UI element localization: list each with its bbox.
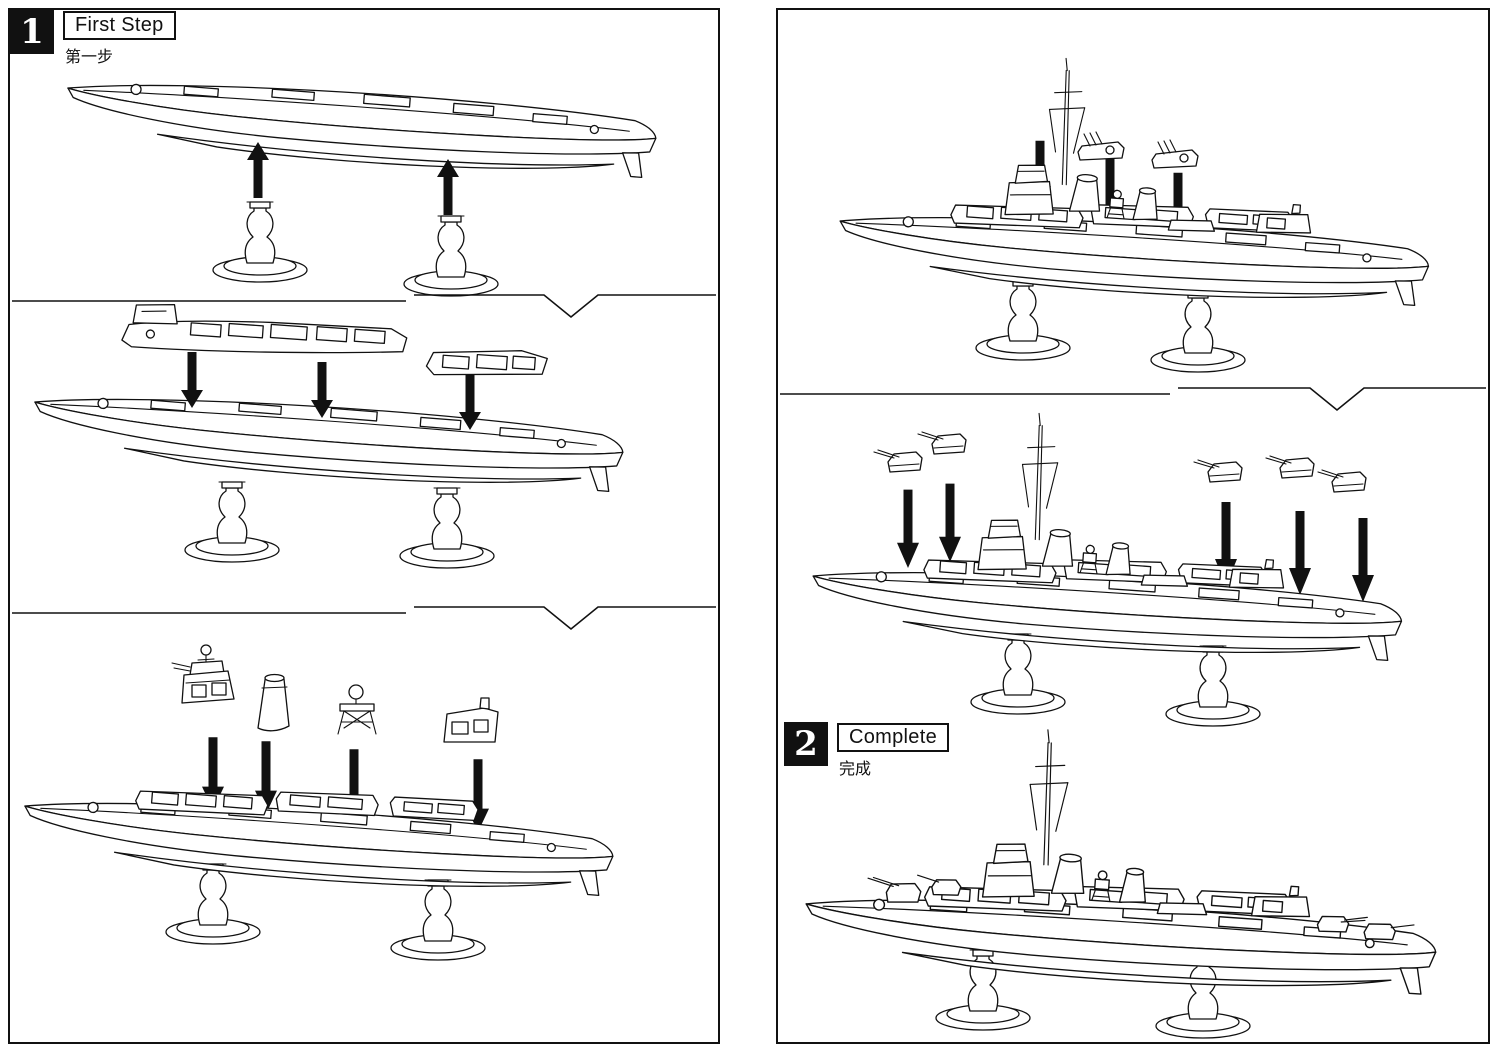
panel-step-1: 1 First Step 第一步 xyxy=(8,8,720,1044)
assembly-arrow-down xyxy=(181,352,203,408)
assembly-arrow-down xyxy=(1352,518,1374,602)
scene-add-superstructure xyxy=(21,644,616,961)
scene-add-turrets xyxy=(810,399,1415,727)
bare-hull-drawing xyxy=(64,70,658,185)
part-deck-short xyxy=(425,343,549,384)
step1-number-badge: 1 xyxy=(10,10,54,54)
assembly-arrow-down xyxy=(939,483,961,562)
step1-label-english: First Step xyxy=(63,11,176,40)
assembly-arrow-down xyxy=(1289,511,1311,595)
display-stand xyxy=(970,633,1066,715)
ship-with-mast-drawing xyxy=(837,44,1442,313)
panel-step-2: 2 Complete 完成 xyxy=(776,8,1490,1044)
step2-number-badge: 2 xyxy=(784,722,828,766)
part-gun-turret xyxy=(873,449,923,473)
part-gun-turret xyxy=(1317,469,1367,493)
display-stand xyxy=(165,863,261,945)
display-stand xyxy=(975,279,1071,361)
display-stand xyxy=(184,481,280,563)
step1-label-chinese: 第一步 xyxy=(65,49,114,66)
hull-with-deck-drawing xyxy=(21,766,616,903)
step1-labels: First Step 第一步 xyxy=(63,10,176,67)
assembly-arrow-down xyxy=(467,759,489,832)
part-aa-mount xyxy=(1151,139,1199,169)
display-stand xyxy=(212,201,308,283)
step2-labels: Complete 完成 xyxy=(837,722,949,779)
part-funnel xyxy=(257,673,290,732)
assembly-arrow-down xyxy=(897,489,919,568)
part-gun-turret xyxy=(1193,459,1243,483)
scene-add-fittings xyxy=(837,44,1442,373)
display-stand xyxy=(390,879,486,961)
step2-header: 2 Complete 完成 xyxy=(784,722,949,779)
display-stand xyxy=(1150,291,1246,373)
step2-label-chinese: 完成 xyxy=(839,761,872,778)
step2-label-english: Complete xyxy=(837,723,949,752)
scene-add-deck-pieces xyxy=(31,300,625,569)
part-gun-turret xyxy=(1265,455,1315,479)
section-divider-notch xyxy=(414,606,716,631)
section-divider-notch xyxy=(414,294,716,319)
display-stand xyxy=(399,487,495,569)
display-stand xyxy=(1165,645,1261,727)
display-stand xyxy=(403,215,499,297)
step2-drawing xyxy=(780,10,1486,1039)
step1-drawing xyxy=(12,10,716,961)
part-gun-turret xyxy=(917,431,967,455)
ship-before-turrets-drawing xyxy=(810,399,1415,668)
part-deck-long xyxy=(120,300,409,367)
section-divider-notch xyxy=(1178,387,1486,412)
part-aa-mount xyxy=(1077,131,1125,161)
display-stand xyxy=(1155,957,1251,1039)
part-aft-deckhouse xyxy=(443,697,499,743)
step1-header: 1 First Step 第一步 xyxy=(10,10,176,67)
scene-hull-on-stands xyxy=(64,70,658,297)
part-bridge-assembly xyxy=(171,644,235,704)
part-searchlight-tower xyxy=(337,684,377,735)
